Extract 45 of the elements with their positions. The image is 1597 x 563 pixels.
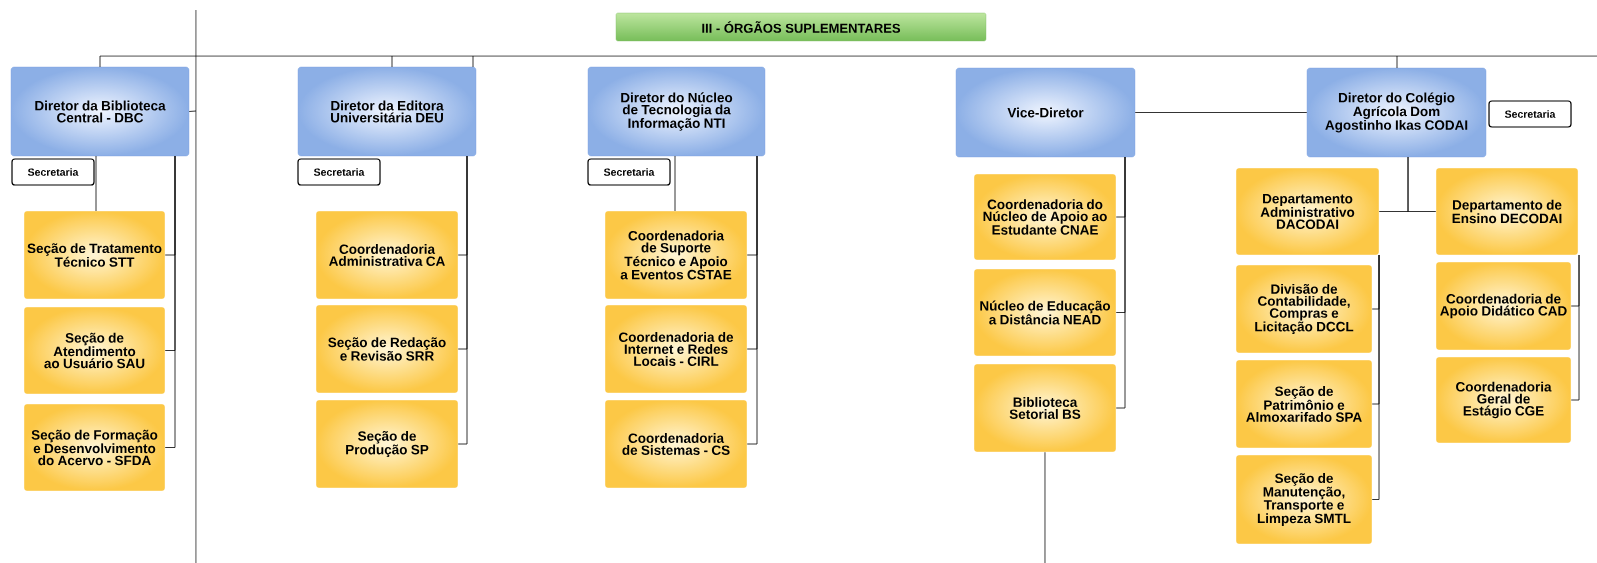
connector-line <box>391 55 393 68</box>
unit-box: Seção de Patrimônio e Almoxarifado SPA <box>1235 359 1373 449</box>
unit-box: Seção de Produção SP <box>315 399 459 489</box>
secretary-box: Secretaria <box>11 158 95 186</box>
connector-line <box>1134 112 1308 113</box>
title-banner: III - ÓRGÃOS SUPLEMENTARES <box>615 12 987 42</box>
unit-box: Coordenadoria Administrativa CA <box>315 210 459 300</box>
secretary-box: Secretaria <box>587 158 671 186</box>
unit-box: Seção de Atendimento ao Usuário SAU <box>23 306 166 395</box>
director-box: Diretor da Editora Universitária DEU <box>297 66 477 157</box>
unit-box: Departamento de Ensino DECODAI <box>1435 167 1579 256</box>
connector-line <box>1115 156 1126 409</box>
connector-line <box>188 110 197 112</box>
connector-line <box>674 155 676 212</box>
connector-line <box>472 55 474 68</box>
unit-box: Biblioteca Setorial BS <box>973 363 1117 453</box>
unit-box: Coordenadoria de Internet e Redes Locais - CIRL <box>604 304 748 394</box>
unit-box: Coordenadoria do Núcleo de Apoio ao Estudante CNAE <box>973 173 1117 261</box>
unit-box: Coordenadoria Geral de Estágio CGE <box>1435 356 1572 444</box>
director-box: Diretor do Colégio Agrícola Dom Agostinho Ikas CODAI <box>1306 67 1487 158</box>
connector-line <box>1044 451 1046 563</box>
connector-line <box>95 155 97 212</box>
connector-line <box>746 155 758 445</box>
connector-line <box>457 155 468 445</box>
director-box: Vice-Diretor <box>955 67 1136 158</box>
unit-box: Divisão de Contabilidade, Compras e Licitação DCCL <box>1235 264 1373 354</box>
unit-box: Departamento Administrativo DACODAI <box>1235 167 1380 256</box>
unit-box: Coordenadoria de Apoio Didático CAD <box>1435 261 1572 351</box>
director-box: Diretor do Núcleo de Tecnologia da Informação NTI <box>587 66 766 157</box>
unit-box: Coordenadoria de Suporte Técnico e Apoio a Eventos CSTAE <box>604 210 748 300</box>
connector-line <box>164 155 176 448</box>
unit-box: Seção de Formação e Desenvolvimento do Acervo - SFDA <box>23 403 166 492</box>
unit-box: Coordenadoria de Sistemas - CS <box>604 399 748 489</box>
unit-box: Seção de Manutenção, Transporte e Limpeza SMTL <box>1235 454 1373 545</box>
unit-box: Núcleo de Educação a Distância NEAD <box>973 268 1117 357</box>
secretary-box: Secretaria <box>1488 100 1572 128</box>
unit-box: Seção de Redação e Revisão SRR <box>315 304 459 394</box>
director-box: Diretor da Biblioteca Central - DBC <box>10 66 190 157</box>
connector-line <box>1407 156 1437 212</box>
connector-line <box>99 55 101 68</box>
connector-line <box>1570 254 1580 401</box>
connector-line <box>1371 254 1380 500</box>
connector-line <box>1396 55 1398 69</box>
secretary-box: Secretaria <box>297 158 381 186</box>
unit-box: Seção de Tratamento Técnico STT <box>23 210 166 300</box>
